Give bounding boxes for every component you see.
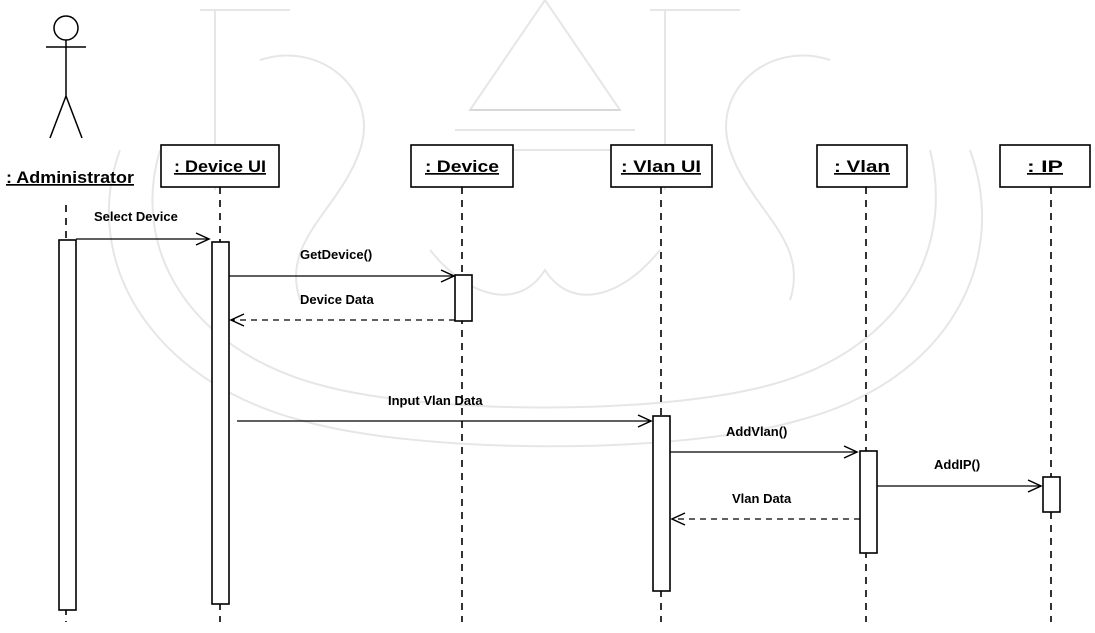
message-label: AddVlan() (726, 424, 787, 439)
message-vlan-data: Vlan Data (672, 491, 860, 525)
object-label: : IP (1027, 157, 1063, 176)
actor-label: : Administrator (6, 168, 134, 187)
activation-vlan-ui (653, 416, 670, 591)
message-label: Input Vlan Data (388, 393, 483, 408)
object-label: : Device (425, 157, 499, 176)
object-vlan: : Vlan (817, 145, 907, 187)
activation-ip (1043, 477, 1060, 512)
activation-administrator (59, 240, 76, 610)
actor-administrator: : Administrator (6, 16, 134, 187)
activation-device (455, 275, 472, 321)
message-add-vlan: AddVlan() (670, 424, 857, 458)
stick-figure-icon (46, 16, 86, 138)
message-label: AddIP() (934, 457, 980, 472)
university-seal-watermark (109, 0, 982, 446)
message-add-ip: AddIP() (877, 457, 1041, 492)
object-label: : Vlan UI (621, 157, 701, 176)
message-label: Vlan Data (732, 491, 792, 506)
message-label: GetDevice() (300, 247, 372, 262)
message-input-vlan-data: Input Vlan Data (237, 393, 651, 427)
message-get-device: GetDevice() (229, 247, 454, 282)
object-label: : Device UI (174, 157, 266, 176)
activation-device-ui (212, 242, 229, 604)
message-label: Device Data (300, 292, 374, 307)
object-device-ui: : Device UI (161, 145, 279, 187)
activation-vlan (860, 451, 877, 553)
object-ip: : IP (1000, 145, 1090, 187)
message-label: Select Device (94, 209, 178, 224)
object-vlan-ui: : Vlan UI (611, 145, 712, 187)
message-device-data: Device Data (231, 292, 455, 326)
object-device: : Device (411, 145, 513, 187)
object-label: : Vlan (834, 157, 890, 176)
message-select-device: Select Device (76, 209, 209, 245)
